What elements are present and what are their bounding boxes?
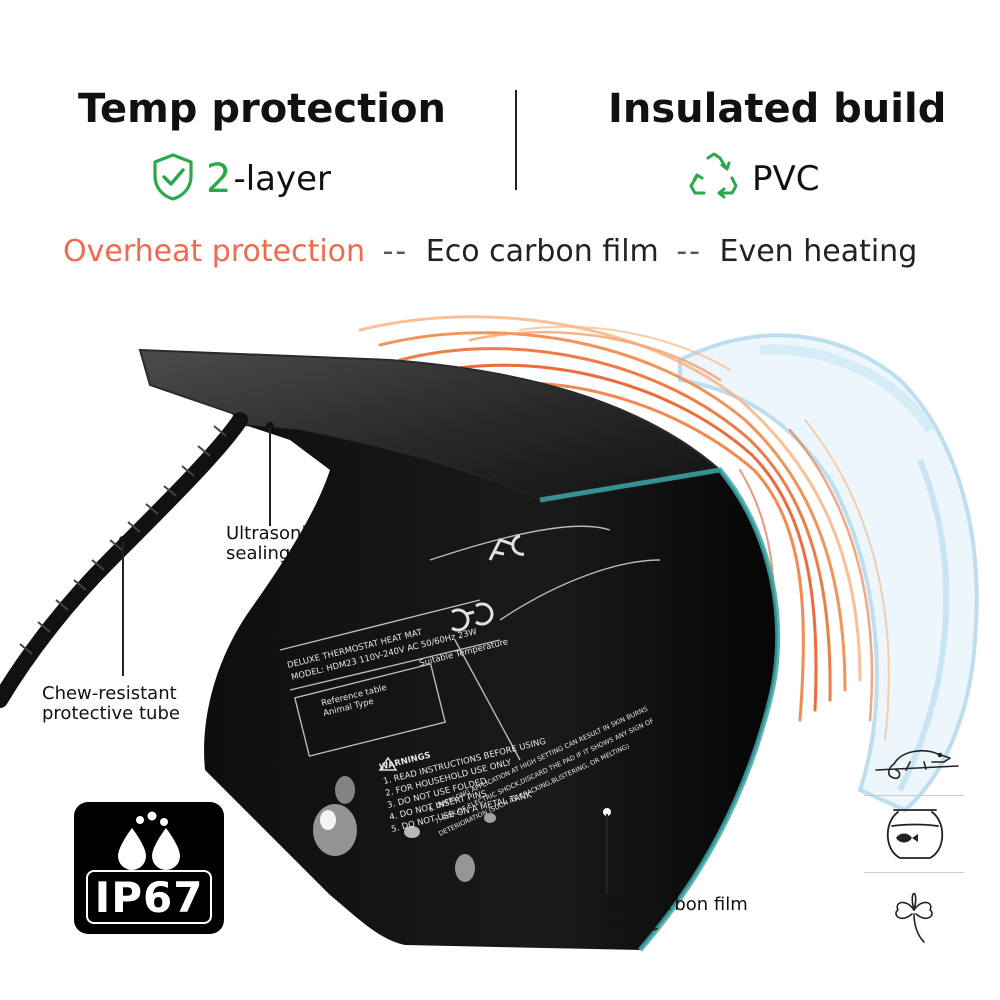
pvc-layer [678,333,979,813]
side-icon-divider [864,795,964,796]
header-divider [515,90,517,190]
tagline-carbon-film: Eco carbon film [425,234,659,269]
fc-mark [488,534,525,561]
callout-ultrasonic: Ultrasonic sealing [226,524,316,564]
callout-text: sealing [226,543,291,564]
mat-front-surface [204,425,778,950]
mat-printed-labels [279,525,661,761]
tagline-overheat: Overheat protection [63,234,366,269]
callout-line-eco [606,814,608,894]
feature-title-insulated-build: Insulated build [608,86,947,132]
ip67-label: IP67 [94,873,204,922]
feature-title-temp-protection: Temp protection [78,86,446,132]
callout-dot-eco [603,808,611,816]
tagline: Overheat protection -- Eco carbon film -… [63,234,917,269]
layer-count: 2 [206,156,232,202]
feature-subtitle-layer: 2 -layer [150,152,331,206]
feature-subtitle-material: PVC [686,150,820,208]
side-icon-divider [864,872,964,873]
callout-chew: Chew-resistant protective tube [42,684,180,724]
callout-eco: Eco carbon film +PVC [608,895,748,935]
callout-text: +PVC [608,914,659,935]
ip67-plate [86,870,212,924]
ce-mark [451,602,494,632]
protective-tube [0,412,248,708]
callout-dot-chew [119,536,127,544]
chameleon-icon [875,750,959,780]
tagline-even-heating: Even heating [719,234,918,269]
material-label: PVC [752,159,820,199]
callout-text: Chew-resistant [42,683,177,704]
clover-plant-icon [895,892,933,943]
shield-check-icon [150,152,196,206]
recycle-icon [686,150,742,208]
callout-dot-ultrasonic [266,422,274,430]
water-drops-icon [118,811,180,870]
callout-text: Ultrasonic [226,523,317,544]
ip67-badge: IP67 [74,802,224,934]
callout-line-ultrasonic [269,428,271,526]
heat-waves [358,315,890,741]
tagline-separator: -- [676,234,702,269]
fish-bowl-icon [886,809,944,859]
callout-text: Eco carbon film [608,894,748,915]
warning-triangle [378,756,398,771]
callout-text: protective tube [42,703,180,724]
tagline-separator: -- [382,234,409,269]
callout-line-chew [122,542,124,676]
water-droplets [313,776,496,882]
layer-label: -layer [233,159,332,199]
